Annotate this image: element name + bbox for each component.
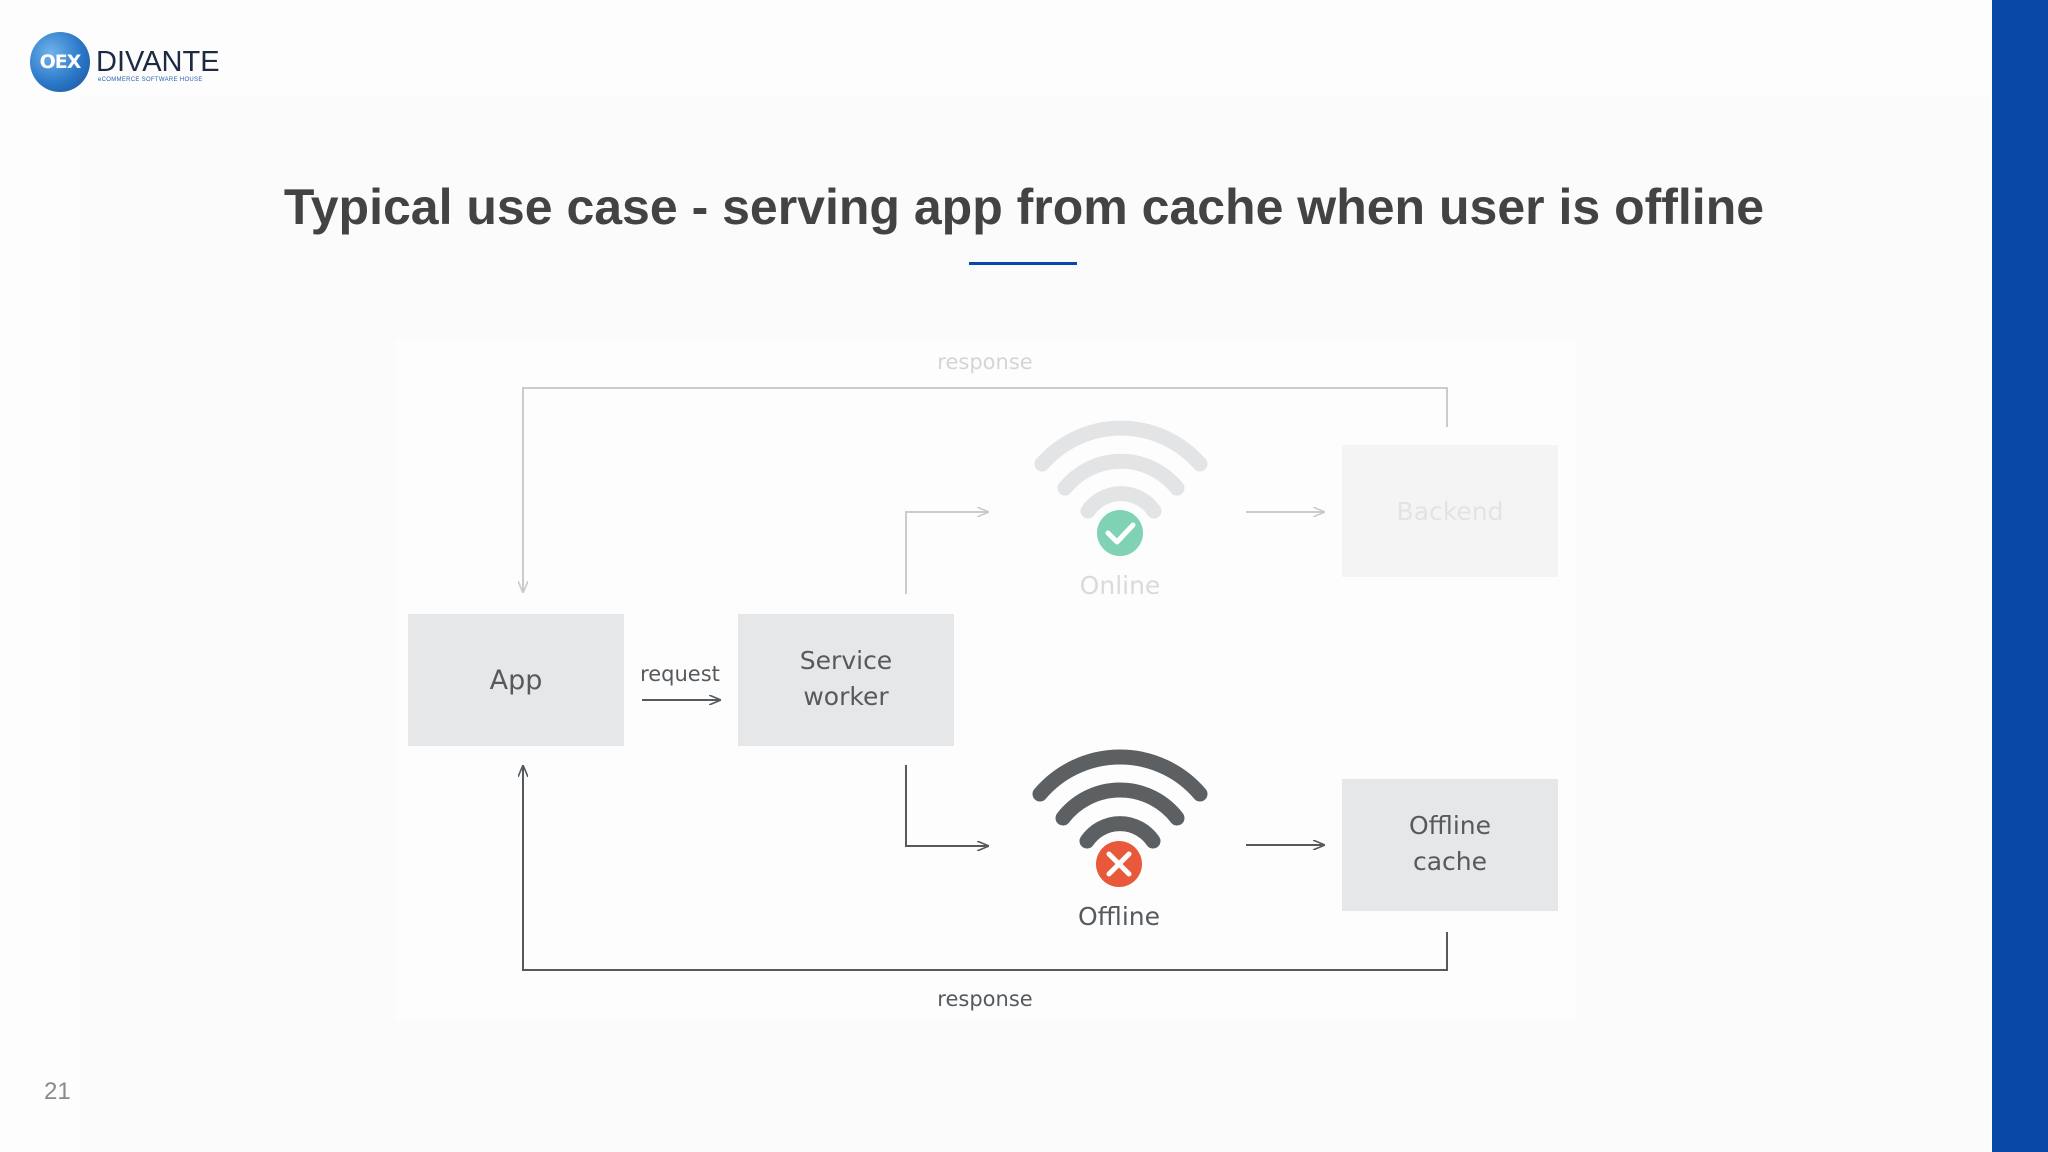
response-bottom-line xyxy=(523,766,1448,971)
online-label: Online xyxy=(1080,571,1161,600)
response-top-label: response xyxy=(937,350,1032,374)
offline-x-icon xyxy=(1096,841,1142,887)
title-underline xyxy=(969,262,1077,265)
offline-cache-box xyxy=(1342,779,1558,911)
online-check-icon xyxy=(1097,510,1143,556)
logo-name: DIVANTE xyxy=(96,46,220,78)
page-number: 21 xyxy=(44,1078,71,1105)
response-bottom-label: response xyxy=(937,987,1032,1011)
backend-box xyxy=(1342,445,1558,577)
response-top-line xyxy=(523,387,1448,592)
brand-side-bar xyxy=(1992,0,2048,1152)
offline-wifi-icon xyxy=(1032,749,1208,849)
backend-label: Backend xyxy=(1397,497,1504,526)
sw-to-online-arrow xyxy=(905,512,988,594)
service-worker-label-line1: Service xyxy=(800,646,892,675)
online-wifi-icon xyxy=(1034,420,1208,519)
slide-title: Typical use case - serving app from cach… xyxy=(283,179,1765,235)
app-label: App xyxy=(490,665,543,696)
service-worker-label-line2: worker xyxy=(803,682,889,711)
sw-to-offline-arrow xyxy=(905,765,988,846)
offline-cache-label-line2: cache xyxy=(1413,847,1487,876)
offline-label: Offline xyxy=(1078,902,1160,931)
request-label: request xyxy=(640,662,720,686)
divante-logo: OEX DIVANTE eCOMMERCE SOFTWARE HOUSE xyxy=(30,32,230,96)
service-worker-box xyxy=(738,614,954,746)
logo-mark: OEX xyxy=(30,32,90,92)
offline-cache-label-line1: Offline xyxy=(1409,811,1491,840)
app-box xyxy=(408,614,624,746)
logo-tagline: eCOMMERCE SOFTWARE HOUSE xyxy=(98,77,203,83)
